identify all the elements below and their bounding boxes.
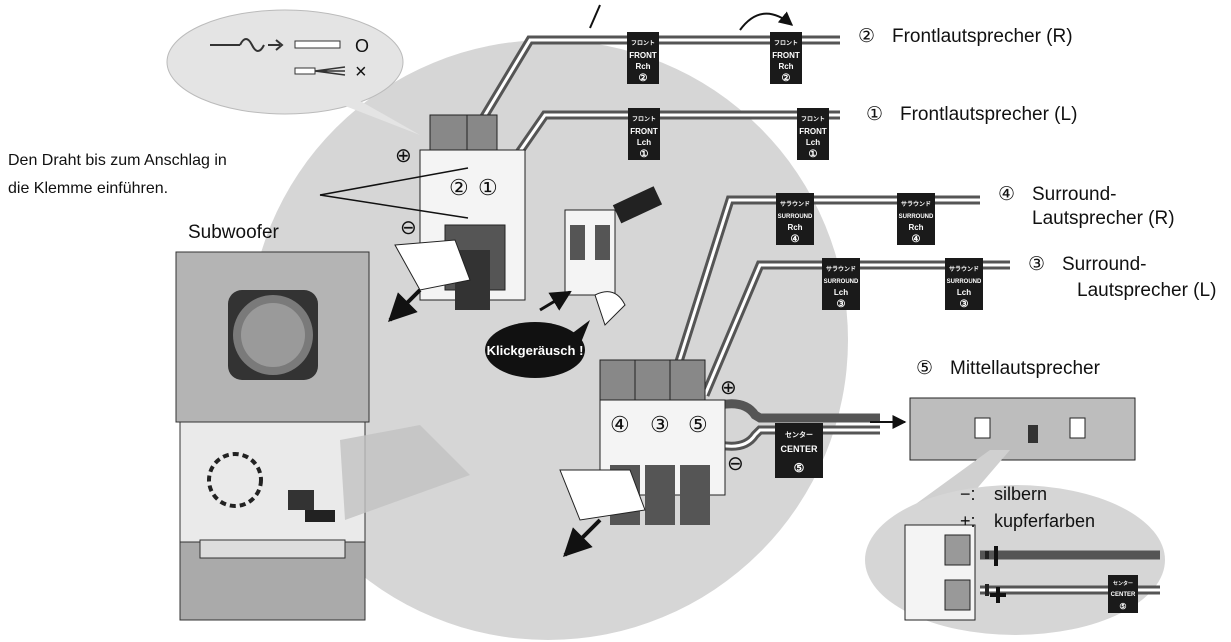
tag-surround-r-2-ch: Rch: [908, 223, 923, 232]
tag-surround-r-1: サラウンド SURROUND Rch ④: [776, 193, 814, 245]
tag-front-l-2: フロント FRONT Lch ①: [797, 108, 829, 160]
tag-front-l-2-en: FRONT: [799, 127, 827, 136]
surround-cables: [665, 195, 1010, 397]
tag-surround-r-1-ch: Rch: [787, 223, 802, 232]
ok-mark: O: [355, 36, 369, 56]
tag-front-l-1: フロント FRONT Lch ①: [628, 108, 660, 160]
tag-center-2-en: CENTER: [1111, 592, 1136, 598]
front-l-number: ①: [866, 104, 883, 125]
tag-surround-l-1-ch: Lch: [834, 288, 848, 297]
tag-surround-l-2: サラウンド SURROUND Lch ③: [945, 258, 983, 310]
tag-front-r-2: フロント FRONT Rch ②: [770, 32, 802, 84]
tag-surround-l-2-jp: サラウンド: [949, 265, 979, 273]
surround-r-number: ④: [998, 184, 1015, 205]
center-number: ⑤: [916, 358, 933, 379]
tag-front-r-2-num: ②: [782, 73, 791, 84]
terminal-num-4: ④: [610, 412, 630, 437]
tag-front-r-2-jp: フロント: [774, 40, 798, 47]
plus-terminal-main: ⊕: [720, 377, 737, 399]
tag-surround-r-2: サラウンド SURROUND Rch ④: [897, 193, 935, 245]
tag-front-l-1-ch: Lch: [637, 138, 651, 147]
center-cable: [719, 399, 907, 451]
tag-front-r-2-en: FRONT: [772, 51, 800, 60]
terminal-num-front-1: ①: [478, 175, 498, 200]
instruction-leader-2: [319, 194, 469, 219]
tag-surround-r-2-en: SURROUND: [899, 214, 934, 220]
tag-surround-l-2-num: ③: [960, 299, 969, 310]
surround-l-number: ③: [1028, 254, 1045, 275]
plus-symbol: +:: [960, 511, 976, 531]
tag-surround-r-1-en: SURROUND: [778, 214, 813, 220]
subwoofer-label: Subwoofer: [188, 222, 280, 243]
tag-surround-l-2-ch: Lch: [957, 288, 971, 297]
instruction-line-1: Den Draht bis zum Anschlag in: [8, 152, 227, 169]
tag-front-r-1-ch: Rch: [635, 62, 650, 71]
small-terminal-illustration: [539, 186, 663, 326]
tag-front-l-2-ch: Lch: [806, 138, 820, 147]
front-l-label: Frontlautsprecher (L): [900, 104, 1077, 125]
surround-r-label-2: Lautsprecher (R): [1032, 208, 1175, 229]
center-label: Mittellautsprecher: [950, 358, 1101, 379]
plus-terminal-front: ⊕: [395, 145, 412, 167]
tag-center-2-num: ⑤: [1119, 602, 1126, 611]
click-sound-bubble: Klickgeräusch !: [485, 320, 590, 378]
minus-symbol: −:: [960, 484, 976, 504]
terminal-num-3: ③: [650, 412, 670, 437]
tag-surround-r-1-num: ④: [791, 234, 800, 245]
tag-front-l-2-jp: フロント: [801, 116, 825, 123]
tag-surround-r-1-jp: サラウンド: [780, 200, 810, 208]
tag-front-r-1: フロント FRONT Rch ②: [627, 32, 659, 84]
main-terminal-block: [559, 359, 726, 557]
minus-terminal-main: ⊖: [727, 453, 744, 475]
click-sound-label: Klickgeräusch !: [487, 343, 584, 358]
terminal-num-front-2: ②: [449, 175, 469, 200]
plus-polarity-mark: [990, 587, 1006, 603]
wire-tip-bubble: O ×: [166, 9, 420, 135]
tag-surround-r-2-jp: サラウンド: [901, 200, 931, 208]
minus-terminal-front: ⊖: [400, 217, 417, 239]
terminal-num-5: ⑤: [688, 412, 708, 437]
front-r-number: ②: [858, 26, 875, 47]
instruction-line-2: die Klemme einführen.: [8, 180, 168, 197]
tag-surround-l-1: サラウンド SURROUND Lch ③: [822, 258, 860, 310]
tag-front-l-1-jp: フロント: [632, 116, 656, 123]
tag-center-1-num: ⑤: [794, 461, 805, 475]
tag-front-r-2-ch: Rch: [778, 62, 793, 71]
plus-label: kupferfarben: [994, 511, 1095, 531]
tag-front-l-2-num: ①: [809, 149, 818, 160]
arrow-icon: [268, 39, 284, 51]
tag-front-l-1-en: FRONT: [630, 127, 658, 136]
tag-surround-l-1-num: ③: [837, 299, 846, 310]
zoom-wedge: [340, 425, 470, 520]
minus-label: silbern: [994, 484, 1047, 504]
surround-r-label-1: Surround-: [1032, 184, 1117, 205]
instruction-leader-1: [319, 167, 469, 196]
front-terminal-block: [388, 114, 526, 322]
tag-surround-l-1-en: SURROUND: [824, 279, 859, 285]
center-speaker: [909, 397, 1136, 461]
subwoofer-unit: [175, 251, 370, 621]
tag-center-1-jp: センター: [785, 430, 813, 439]
tag-center-2: センター CENTER ⑤: [1108, 575, 1138, 613]
surround-l-label-1: Surround-: [1062, 254, 1147, 275]
minus-polarity-mark: [994, 546, 998, 566]
tag-front-l-1-num: ①: [640, 149, 649, 160]
tag-center-1: センター CENTER ⑤: [775, 423, 823, 478]
tag-center-2-jp: センター: [1113, 580, 1133, 587]
front-r-label: Frontlautsprecher (R): [892, 26, 1073, 47]
tag-surround-r-2-num: ④: [912, 234, 921, 245]
tag-center-1-en: CENTER: [780, 444, 818, 454]
tag-front-r-1-en: FRONT: [629, 51, 657, 60]
tag-surround-l-1-jp: サラウンド: [826, 265, 856, 273]
tag-front-r-1-jp: フロント: [631, 40, 655, 47]
surround-l-label-2: Lautsprecher (L): [1077, 280, 1216, 301]
ng-mark: ×: [355, 61, 367, 83]
polarity-zoom: [865, 450, 1165, 635]
tag-surround-l-2-en: SURROUND: [947, 279, 982, 285]
tag-front-r-1-num: ②: [639, 73, 648, 84]
